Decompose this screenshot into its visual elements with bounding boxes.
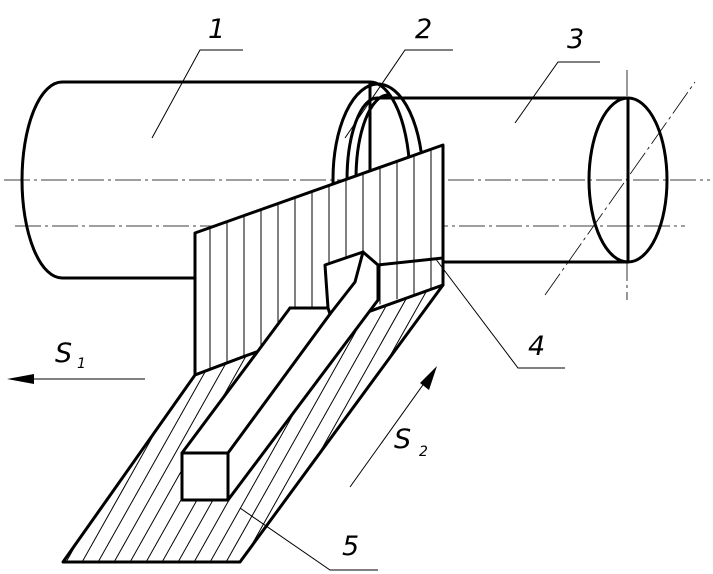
part-labels: 1 2 3 4 5 [208, 14, 584, 562]
hatch-line [456, 260, 636, 574]
hatch-line [472, 260, 652, 574]
feed-s2: S 2 [349, 366, 437, 488]
feed-s2-arrow-line [349, 374, 431, 488]
cutting-tool [180, 250, 445, 502]
feed-s1-subscript: 1 [77, 356, 86, 372]
hatch-line [231, 285, 413, 562]
label-1: 1 [208, 14, 225, 45]
hatch-line [407, 285, 443, 562]
feed-s1-arrowhead [7, 374, 34, 384]
hatch-line [423, 285, 443, 562]
hatch-line [488, 260, 668, 574]
leader-1 [151, 49, 243, 139]
label-4: 4 [528, 331, 545, 362]
label-2: 2 [415, 14, 432, 45]
feed-s1: S 1 [7, 338, 145, 384]
leader-5 [239, 507, 378, 571]
feed-s2-letter: S [394, 424, 411, 455]
hatch-line [504, 260, 684, 574]
leader-lines [151, 49, 600, 571]
label-3: 3 [567, 24, 584, 55]
feed-s1-letter: S [55, 338, 72, 369]
feed-s2-subscript: 2 [419, 444, 428, 460]
hatch-line [439, 285, 443, 562]
feed-s2-arrowhead [420, 366, 437, 390]
diagonal-center-line [544, 81, 696, 296]
label-5: 5 [342, 531, 359, 562]
leader-4 [434, 257, 565, 369]
leader-2 [344, 49, 453, 139]
hatch-line [520, 260, 700, 574]
tool-shank-end [180, 451, 230, 502]
leader-3 [514, 61, 600, 124]
